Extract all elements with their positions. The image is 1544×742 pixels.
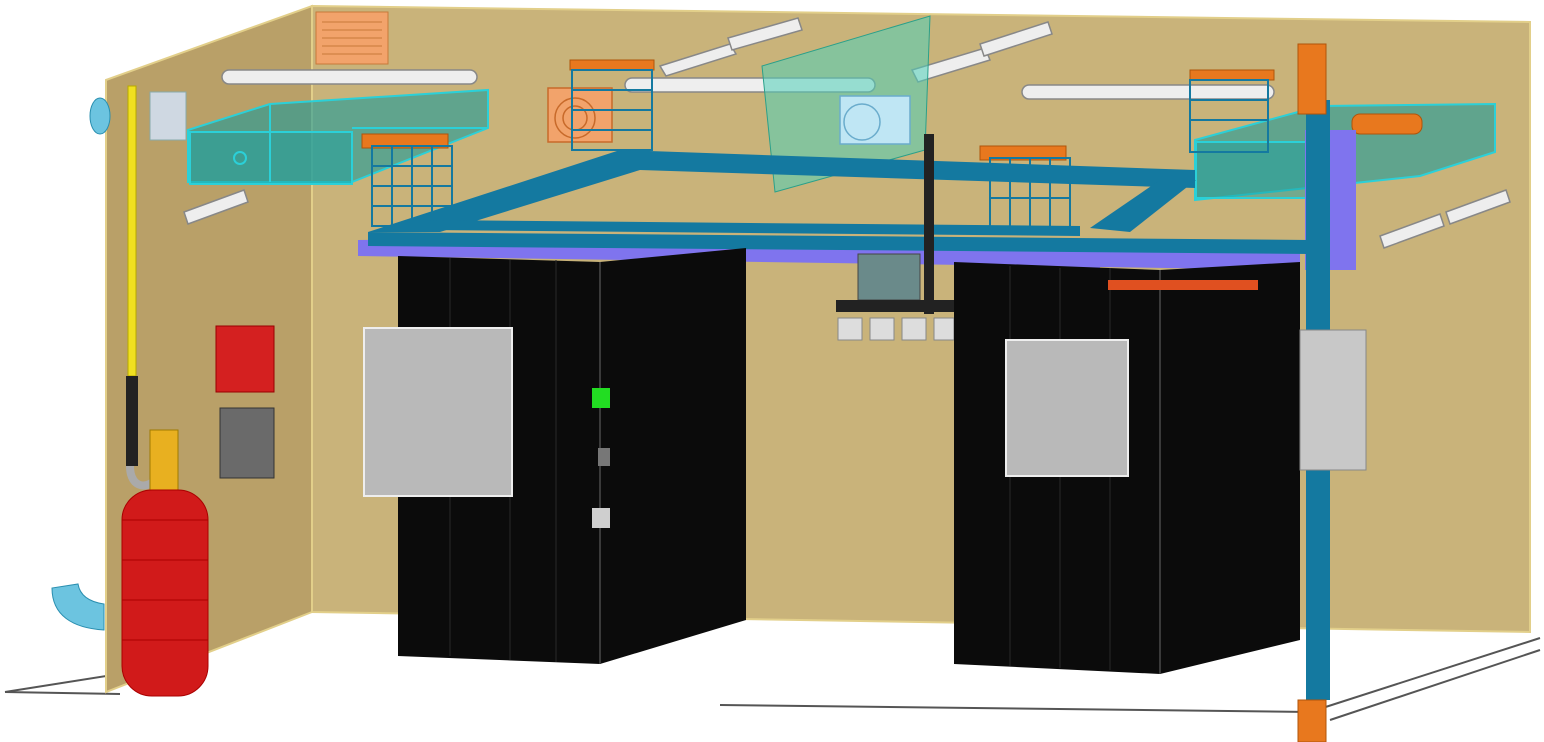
fire-extinguisher-cylinder-icon	[121, 85, 209, 697]
server-cabinet-icon	[954, 262, 1300, 674]
cable-connectors	[361, 59, 1423, 161]
server-cabinet-icon	[363, 248, 746, 664]
air-conditioner-unit-icon	[187, 88, 489, 185]
wall-panel	[1299, 329, 1367, 471]
electrical-panel-icon	[363, 327, 513, 497]
air-duct	[51, 91, 187, 631]
vertical-pipe	[1297, 43, 1327, 742]
ceiling-light-icon	[183, 17, 1511, 249]
floor-outline	[4, 637, 1541, 721]
camera-icon	[836, 253, 956, 341]
air-vent-icon	[315, 11, 389, 65]
electrical-panel-icon	[1005, 339, 1129, 477]
air-vent-icon	[547, 87, 911, 145]
fire-alarm-box	[215, 325, 275, 393]
control-box	[219, 407, 275, 479]
